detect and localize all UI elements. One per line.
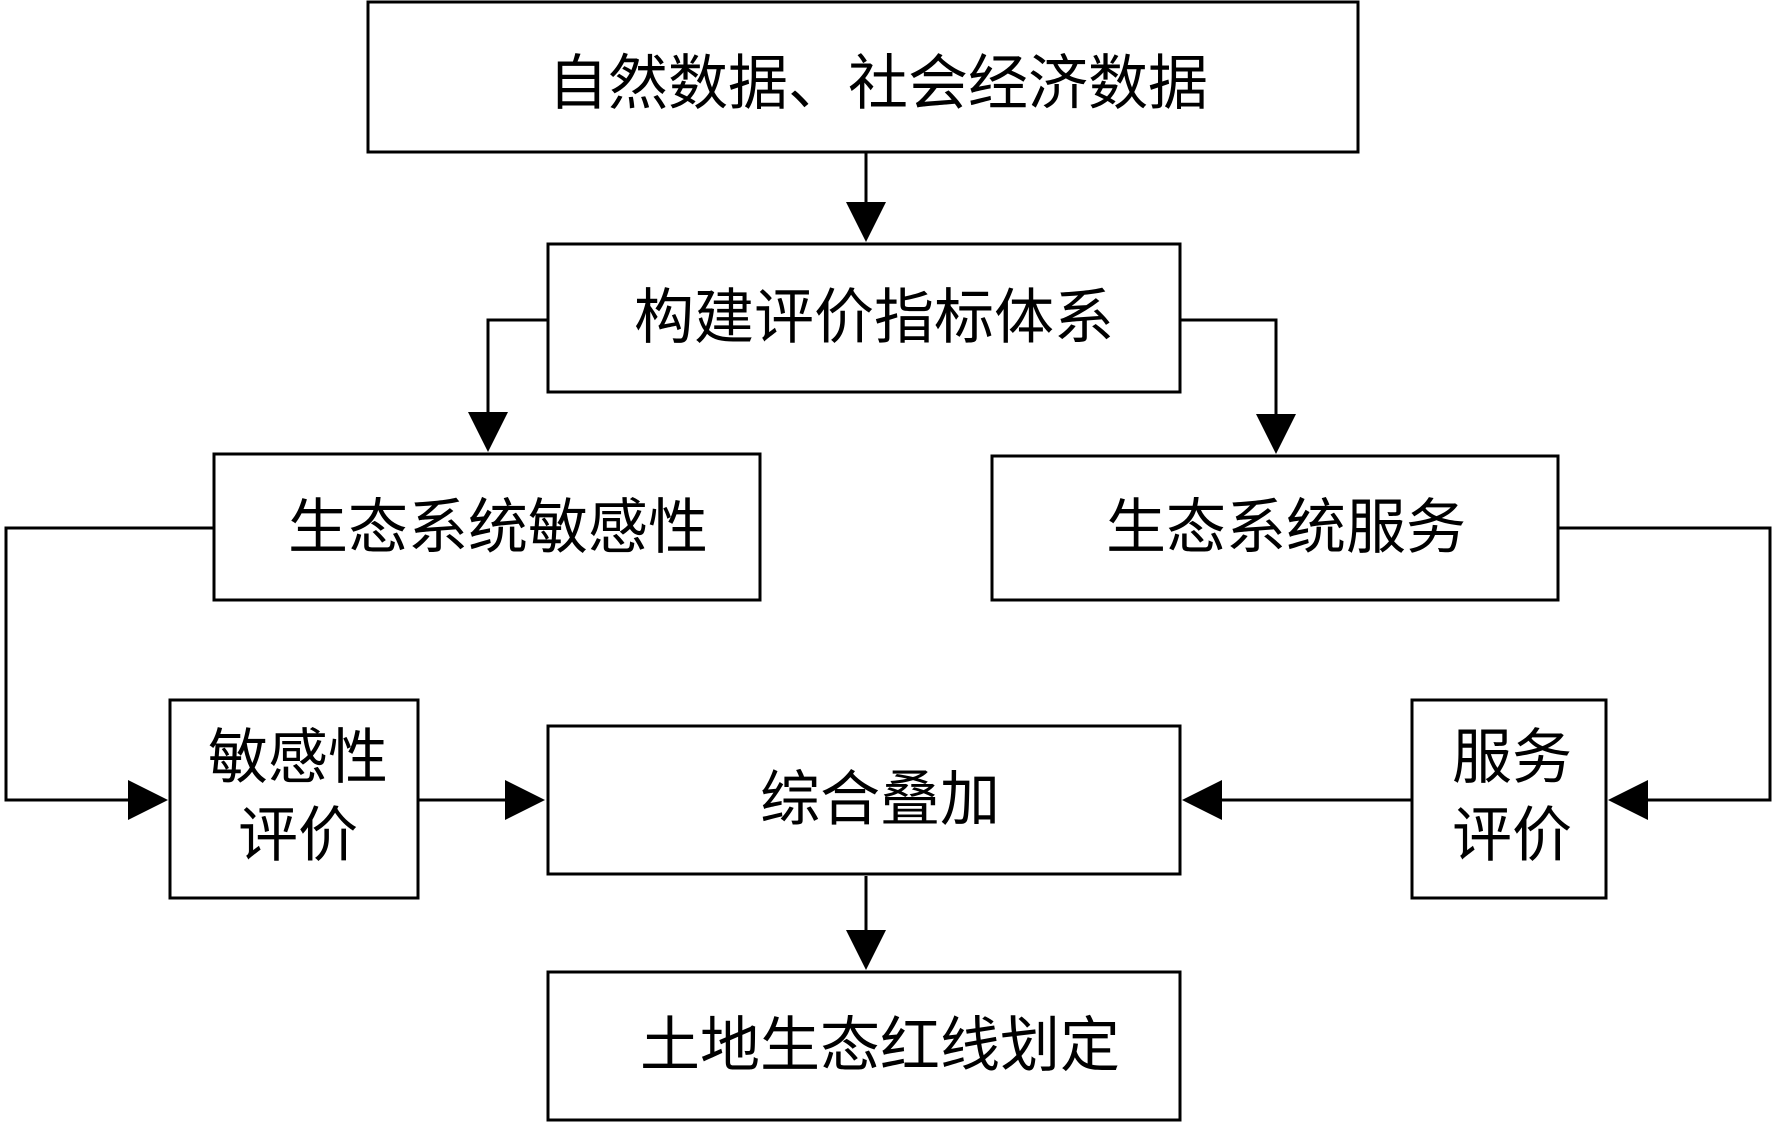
box-build-index-system: 构建评价指标体系 — [546, 242, 1182, 394]
data-sources-label: 自然数据、社会经济数据 — [548, 49, 1208, 119]
box-ecosystem-services: 生态系统服务 — [990, 454, 1560, 602]
arrow-index-to-sensitivity — [486, 318, 548, 422]
box-sensitivity-evaluation: 敏感性 评价 — [168, 698, 420, 900]
comprehensive-overlay-label: 综合叠加 — [760, 765, 1000, 835]
arrowhead-overlay-to-redline — [846, 930, 886, 970]
arrowhead-index-to-services — [1256, 414, 1296, 454]
arrowhead-serv-eval-to-overlay — [1182, 780, 1222, 820]
sensitivity-evaluation-line2: 评价 — [238, 801, 358, 871]
connectors — [4, 152, 1772, 970]
box-redline-delineation: 土地生态红线划定 — [546, 970, 1182, 1122]
redline-delineation-label: 土地生态红线划定 — [640, 1011, 1120, 1081]
service-evaluation-line1: 服务 — [1452, 723, 1572, 793]
arrowhead-sensitivity-to-evaluation — [128, 780, 168, 820]
build-index-system-label: 构建评价指标体系 — [634, 283, 1114, 353]
sensitivity-evaluation-line1: 敏感性 — [208, 723, 388, 793]
arrowhead-index-to-sensitivity — [468, 412, 508, 452]
box-ecosystem-sensitivity: 生态系统敏感性 — [212, 452, 762, 602]
box-service-evaluation: 服务 评价 — [1410, 698, 1608, 900]
service-evaluation-line2: 评价 — [1452, 801, 1572, 871]
arrow-services-to-evaluation — [1558, 526, 1772, 802]
box-data-sources: 自然数据、社会经济数据 — [366, 0, 1360, 154]
box-comprehensive-overlay: 综合叠加 — [546, 724, 1182, 876]
arrowhead-services-to-evaluation — [1608, 780, 1648, 820]
arrow-index-to-services — [1180, 318, 1278, 424]
ecosystem-sensitivity-label: 生态系统敏感性 — [288, 493, 708, 563]
arrowhead-sens-eval-to-overlay — [505, 780, 545, 820]
arrowhead-data-to-index — [846, 202, 886, 242]
ecosystem-services-label: 生态系统服务 — [1106, 493, 1466, 563]
arrow-sensitivity-to-evaluation — [4, 526, 214, 802]
